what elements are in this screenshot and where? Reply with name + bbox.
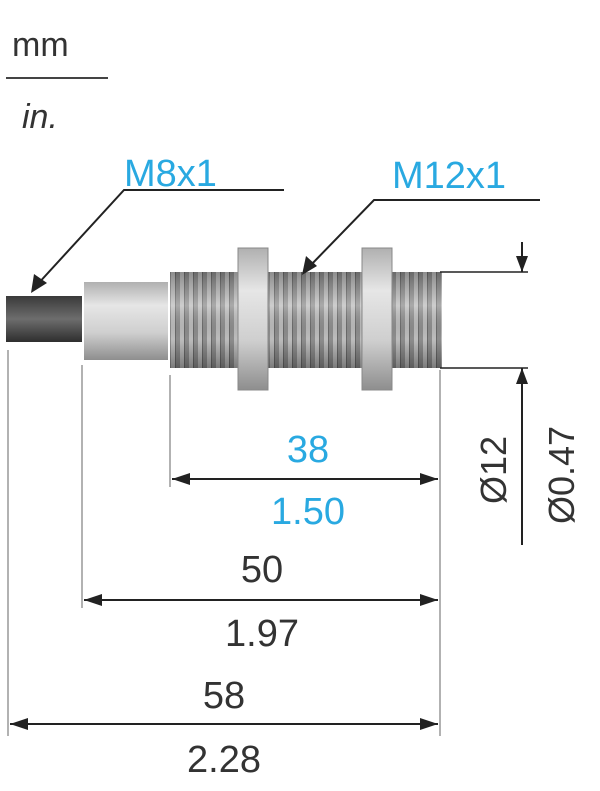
dimension-58-mm: 58	[203, 675, 245, 717]
callout-m12x1: M12x1	[392, 155, 506, 197]
sensor-threaded-body	[170, 272, 442, 368]
dimension-38-in: 1.50	[271, 491, 345, 533]
dimension-line-58	[10, 718, 438, 730]
callout-m8x1: M8x1	[124, 153, 217, 195]
diameter-in-label: Ø0.47	[541, 426, 582, 524]
dimension-line-38	[172, 473, 438, 485]
leader-m8x1	[35, 189, 284, 287]
dimension-38-mm: 38	[287, 429, 329, 471]
unit-in-label: in.	[22, 98, 58, 136]
sensor-sleeve	[84, 282, 168, 360]
leader-arrow-m12x1	[302, 256, 317, 275]
leader-arrow-m8x1	[31, 274, 47, 293]
diameter-dimension	[440, 242, 528, 545]
sensor-tip-m8	[6, 296, 82, 342]
dimension-50-mm: 50	[241, 549, 283, 591]
dimension-50-in: 1.97	[225, 613, 299, 655]
diameter-mm-label: Ø12	[473, 436, 514, 504]
lock-nut-left	[237, 247, 269, 391]
lock-nut-right	[361, 247, 393, 391]
dimension-line-50	[84, 594, 438, 606]
leader-m12x1	[307, 199, 540, 269]
dimension-58-in: 2.28	[187, 739, 261, 781]
unit-mm-label: mm	[12, 26, 69, 64]
sensor-body	[6, 247, 442, 391]
